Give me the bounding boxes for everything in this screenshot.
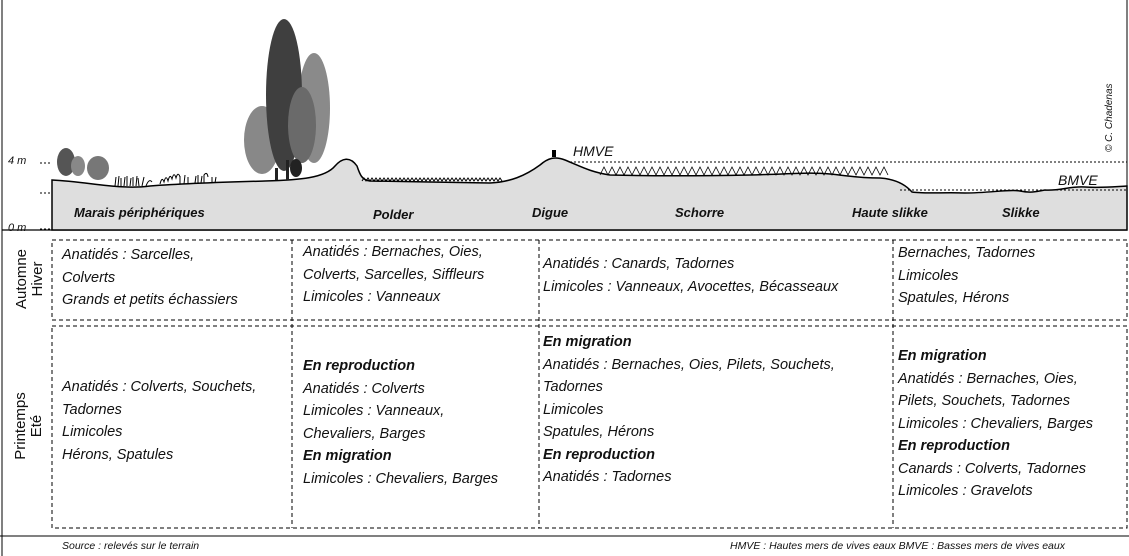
schorre-vegetation: [599, 166, 889, 176]
ground-profile: [51, 157, 1128, 231]
spring-cell-line: Limicoles : Chevaliers, Barges: [898, 415, 1094, 432]
spring-cell-line: Limicoles: [62, 424, 123, 440]
axis-label-4m: 4 m: [8, 155, 27, 167]
autumn-cell-line: Spatules, Hérons: [898, 290, 1010, 306]
spring-cell-line: Hérons, Spatules: [62, 446, 174, 463]
spring-cell-line: Limicoles : Gravelots: [898, 483, 1033, 499]
credit-text: © C. Chadenas: [1104, 83, 1115, 152]
spring-cell-line: Chevaliers, Barges: [303, 425, 426, 442]
autumn-cell-line: Colverts, Sarcelles, Siffleurs: [303, 266, 485, 283]
spring-cell-line: Pilets, Souchets, Tadornes: [898, 393, 1070, 409]
bmve-label: BMVE: [1058, 172, 1098, 188]
marsh-shrubs: [57, 148, 109, 180]
autumn-cell-line: Grands et petits échassiers: [62, 292, 238, 308]
spring-cell-line: Anatidés : Colverts, Souchets,: [62, 379, 257, 395]
spring-row-box: [51, 325, 1128, 529]
spring-cell-line: En reproduction: [543, 446, 655, 463]
autumn-cell-line: Colverts: [62, 269, 116, 286]
spring-cell-line: Tadornes: [543, 379, 603, 395]
season-label-spring: Printemps Eté: [12, 381, 45, 471]
dike-marker: [552, 150, 556, 157]
zone-label-digue: Digue: [532, 205, 569, 220]
autumn-cell-line: Bernaches, Tadornes: [898, 245, 1036, 261]
spring-cell-line: En migration: [303, 448, 392, 464]
season-autumn-line2: Hiver: [29, 261, 46, 297]
polder-grass: [361, 177, 503, 182]
spring-cell-line: Anatidés : Bernaches, Oies, Pilets, Souc…: [543, 356, 835, 373]
axis-label-0m: 0 m: [8, 222, 27, 234]
autumn-cell-line: Limicoles : Vanneaux: [303, 289, 441, 305]
spring-cell-line: Limicoles : Vanneaux,: [303, 403, 445, 419]
spring-cell-line: Tadornes: [62, 401, 122, 418]
zone-label-slikke: Slikke: [1002, 205, 1040, 220]
marsh-reeds: [114, 172, 217, 187]
autumn-cell-polder: Anatidés : Bernaches, Oies, Colverts, Sar…: [303, 241, 484, 309]
spring-cell-line: Limicoles : Chevaliers, Barges: [303, 470, 499, 487]
abbreviation-legend: HMVE : Hautes mers de vives eaux BMVE : …: [730, 540, 1065, 552]
season-label-autumn: Automne Hiver: [13, 239, 46, 319]
zone-label-haute-slikke: Haute slikke: [852, 205, 928, 220]
spring-cell-line: Canards : Colverts, Tadornes: [898, 460, 1087, 477]
spring-cell-line: En reproduction: [898, 438, 1010, 454]
autumn-row-box: [51, 239, 1128, 321]
autumn-cell-line: Limicoles: [898, 267, 959, 284]
zone-label-polder: Polder: [373, 207, 414, 222]
zone-label-marais: Marais périphériques: [74, 205, 205, 220]
season-spring-line1: Printemps: [12, 392, 29, 460]
hmve-label: HMVE: [573, 143, 614, 159]
autumn-cell-line: Limicoles : Vanneaux, Avocettes, Bécasse…: [543, 278, 839, 295]
spring-cell-line: Limicoles: [543, 401, 604, 418]
spring-cell-line: Anatidés : Tadornes: [543, 469, 672, 485]
autumn-cell-line: Anatidés : Canards, Tadornes: [543, 256, 735, 272]
spring-cell-line: En reproduction: [303, 358, 415, 374]
spring-cell-line: Anatidés : Colverts: [303, 380, 425, 397]
season-spring-line2: Eté: [28, 414, 45, 438]
season-autumn-line1: Automne: [13, 248, 30, 310]
source-note: Source : relevés sur le terrain: [62, 540, 200, 552]
autumn-cell-line: Anatidés : Sarcelles,: [62, 247, 195, 263]
spring-cell-line: Anatidés : Bernaches, Oies,: [898, 370, 1078, 387]
trees: [244, 19, 330, 180]
zone-label-schorre: Schorre: [675, 205, 725, 220]
spring-cell-line: En migration: [543, 334, 632, 350]
autumn-cell-line: Anatidés : Bernaches, Oies,: [303, 244, 483, 260]
spring-cell-line: Spatules, Hérons: [543, 424, 655, 440]
spring-cell-line: En migration: [898, 348, 987, 364]
